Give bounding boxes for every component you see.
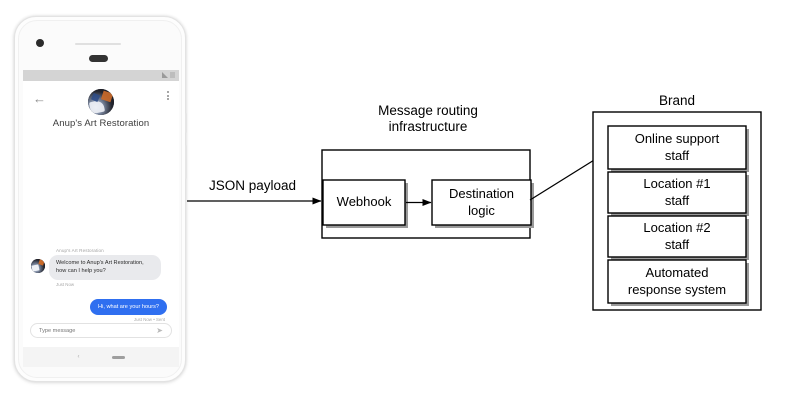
chat-app-header: ← Anup's Art Restoration bbox=[23, 81, 179, 151]
brand-name-title: Anup's Art Restoration bbox=[52, 118, 150, 129]
location2-box bbox=[607, 215, 747, 258]
earpiece-speaker bbox=[89, 55, 108, 62]
brand-avatar bbox=[88, 89, 114, 115]
location1-box bbox=[607, 171, 747, 214]
status-bar-icons bbox=[162, 72, 175, 78]
infrastructure-title-line1: Message routing bbox=[378, 103, 478, 118]
online-support-box bbox=[607, 125, 747, 170]
incoming-message-timestamp: Just Now bbox=[56, 281, 75, 287]
send-icon[interactable]: ➤ bbox=[156, 325, 163, 335]
incoming-message-row: Welcome to Anup's Art Restoration, how c… bbox=[31, 254, 171, 280]
outgoing-message-row: Hi, what are your hours? Just Now • Sent bbox=[31, 295, 171, 322]
earpiece-line bbox=[75, 43, 121, 45]
phone-screen: ← Anup's Art Restoration Anup's Art Rest… bbox=[23, 70, 179, 347]
message-input[interactable] bbox=[39, 327, 157, 334]
incoming-message-bubble: Welcome to Anup's Art Restoration, how c… bbox=[49, 254, 161, 280]
message-composer[interactable]: ➤ bbox=[30, 323, 172, 338]
webhook-box bbox=[322, 179, 406, 226]
nav-back-icon[interactable]: ‹ bbox=[77, 354, 80, 360]
phone-volume-button[interactable] bbox=[184, 145, 187, 179]
overflow-menu-icon[interactable] bbox=[167, 91, 169, 100]
infrastructure-title-line2: infrastructure bbox=[388, 119, 468, 135]
brand-section-title: Brand bbox=[658, 93, 696, 108]
automated-response-box bbox=[607, 259, 747, 304]
phone-mockup: ← Anup's Art Restoration Anup's Art Rest… bbox=[14, 16, 187, 382]
front-camera-icon bbox=[36, 39, 44, 47]
agent-avatar-icon bbox=[31, 258, 45, 273]
battery-icon bbox=[170, 72, 175, 78]
message-sender-label: Anup's Art Restoration bbox=[56, 248, 104, 253]
outgoing-message-bubble: Hi, what are your hours? bbox=[90, 298, 167, 316]
phone-power-button[interactable] bbox=[184, 113, 187, 133]
signal-triangle-icon bbox=[162, 72, 168, 78]
json-payload-label: JSON payload bbox=[208, 178, 297, 193]
outgoing-message-timestamp: Just Now • Sent bbox=[133, 317, 165, 323]
conversation-thread: Anup's Art Restoration Welcome to Anup's… bbox=[23, 248, 179, 322]
android-nav-bar: ‹ bbox=[23, 347, 179, 367]
destination-logic-box bbox=[431, 179, 532, 226]
status-bar bbox=[23, 70, 179, 81]
back-arrow-icon[interactable]: ← bbox=[33, 91, 46, 106]
webhook-box-label[interactable]: Webhook bbox=[336, 194, 392, 210]
nav-home-pill-icon[interactable] bbox=[111, 355, 125, 359]
infrastructure-title: Message routing infrastructure bbox=[338, 103, 518, 136]
